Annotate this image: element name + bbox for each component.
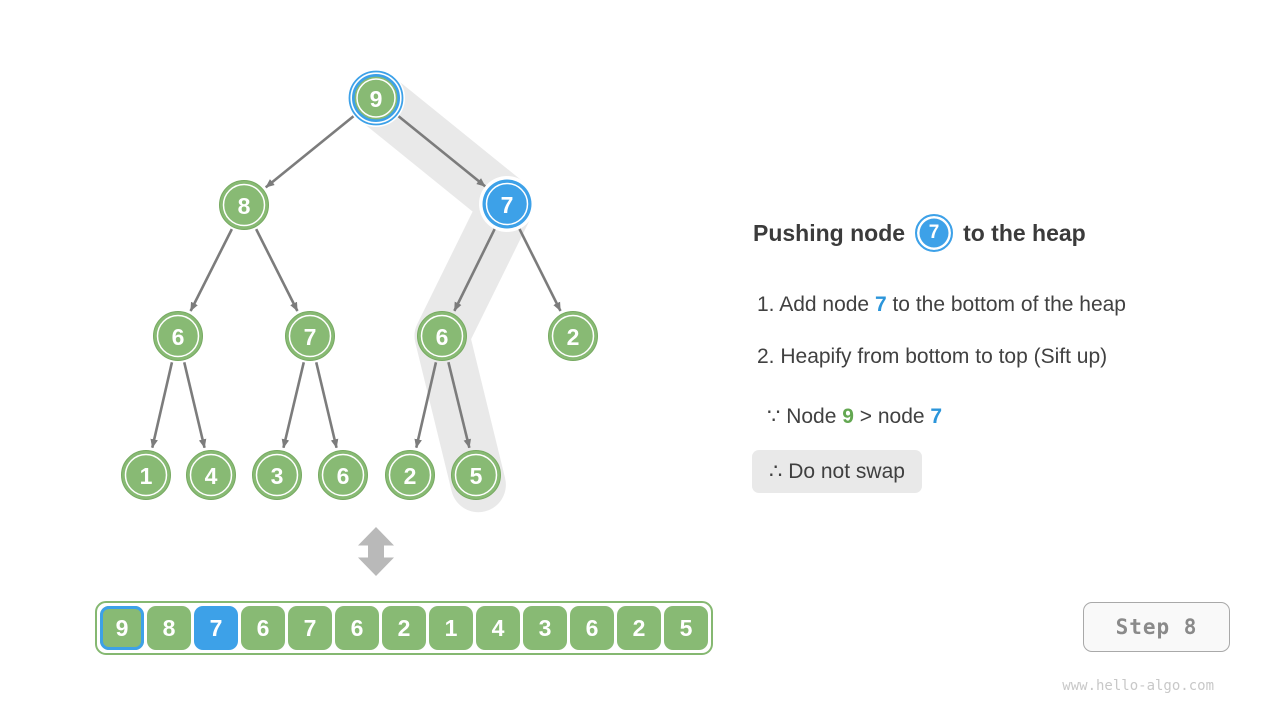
because-node-7: 7 <box>930 405 943 428</box>
array-cell-11: 2 <box>617 606 661 650</box>
title-prefix: Pushing node <box>753 219 906 246</box>
because-mid: > node <box>853 405 931 428</box>
step-indicator-label: Step 8 <box>1115 615 1198 639</box>
tree-node-value: 4 <box>205 463 218 489</box>
array-cell-9: 3 <box>523 606 567 650</box>
tree-node-2: 2 <box>385 450 435 500</box>
tree-edge <box>314 361 339 449</box>
array-cell-2: 7 <box>194 606 238 650</box>
tree-node-6: 6 <box>417 311 467 361</box>
step-1-post: to the bottom of the heap <box>886 293 1126 316</box>
step-2-text: 2. Heapify from bottom to top (Sift up) <box>757 345 1107 369</box>
array-cell-1: 8 <box>147 606 191 650</box>
tree-node-6: 6 <box>318 450 368 500</box>
tree-node-value: 7 <box>304 324 317 350</box>
tree-node-value: 2 <box>404 463 417 489</box>
tree-node-5: 5 <box>451 450 501 500</box>
tree-node-value: 6 <box>172 324 185 350</box>
tree-edge <box>396 113 487 188</box>
tree-node-2: 2 <box>548 311 598 361</box>
array-cell-12: 5 <box>664 606 708 650</box>
tree-node-value: 7 <box>501 192 514 218</box>
watermark: www.hello-algo.com <box>1062 678 1214 694</box>
array-cell-5: 6 <box>335 606 379 650</box>
step-2-pre: 2. Heapify from bottom to top (Sift up) <box>757 345 1108 368</box>
array-cell-0: 9 <box>100 606 144 650</box>
tree-edge <box>414 362 438 449</box>
tree-node-value: 3 <box>271 463 284 489</box>
title-suffix: to the heap <box>963 219 1086 246</box>
tree-node-value: 1 <box>140 463 153 489</box>
tree-edge <box>254 228 299 312</box>
tree-edge <box>189 228 234 312</box>
tree-node-value: 6 <box>436 324 449 350</box>
tree-node-6: 6 <box>153 311 203 361</box>
tree-node-1: 1 <box>121 450 171 500</box>
array-cell-4: 7 <box>288 606 332 650</box>
tree-node-value: 2 <box>567 324 580 350</box>
step-1-pre: 1. Add node <box>757 293 875 316</box>
tree-edge <box>447 361 472 449</box>
conclusion-box: ∴ Do not swap <box>752 450 922 493</box>
tree-edge <box>264 113 356 189</box>
tree-edge <box>150 362 174 449</box>
tree-array-equivalence-arrow-icon <box>358 527 394 576</box>
step-1-text: 1. Add node 7 to the bottom of the heap <box>757 293 1126 317</box>
node-7-badge: 7 <box>915 214 954 252</box>
tree-node-7: 7 <box>479 176 535 232</box>
because-node-9: 9 <box>842 405 854 428</box>
tree-node-8: 8 <box>219 180 269 230</box>
conclusion-text: ∴ Do not swap <box>769 460 905 483</box>
tree-node-value: 6 <box>337 463 350 489</box>
tree-node-3: 3 <box>252 450 302 500</box>
tree-node-9: 9 <box>347 69 405 127</box>
step-indicator[interactable]: Step 8 <box>1083 602 1230 652</box>
tree-node-value: 9 <box>370 86 383 112</box>
because-pre: ∵ Node <box>767 405 843 428</box>
node-7-badge-value: 7 <box>928 222 940 243</box>
tree-edge <box>453 227 497 312</box>
heap-tree-canvas: 9 8 7 6 7 6 2 1 4 3 6 2 5 <box>121 69 598 576</box>
tree-edge <box>281 361 306 449</box>
tree-node-value: 5 <box>470 463 483 489</box>
tree-node-value: 8 <box>238 193 251 219</box>
sift-path-highlight <box>348 70 535 513</box>
tree-edge <box>182 361 207 449</box>
array-cell-8: 4 <box>476 606 520 650</box>
array-cell-3: 6 <box>241 606 285 650</box>
tree-edge <box>517 227 562 312</box>
array-cell-7: 1 <box>429 606 473 650</box>
panel-title: Pushing node 7 to the heap <box>753 212 1086 254</box>
step-1-value: 7 <box>874 293 887 316</box>
array-cell-10: 6 <box>570 606 614 650</box>
array-cell-6: 2 <box>382 606 426 650</box>
because-line: ∵ Node 9 > node 7 <box>767 404 942 429</box>
tree-node-4: 4 <box>186 450 236 500</box>
tree-node-7: 7 <box>285 311 335 361</box>
